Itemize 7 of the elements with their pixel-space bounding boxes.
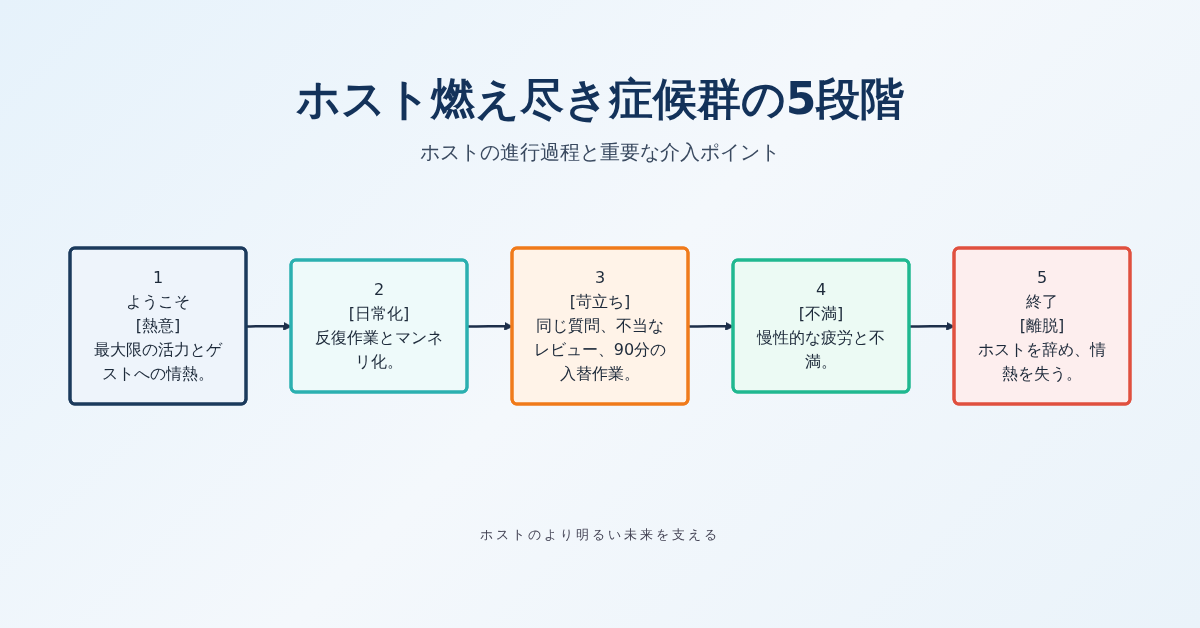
title: ホスト燃え尽き症候群の5段階 [295, 72, 905, 126]
tagline: ホストのより明るい未来を支える [480, 526, 720, 544]
arrow [909, 321, 955, 331]
arrow [246, 321, 292, 331]
subtitle: ホストの進行過程と重要な介入ポイント [420, 139, 780, 166]
arrow [688, 321, 734, 331]
arrow [467, 321, 513, 331]
